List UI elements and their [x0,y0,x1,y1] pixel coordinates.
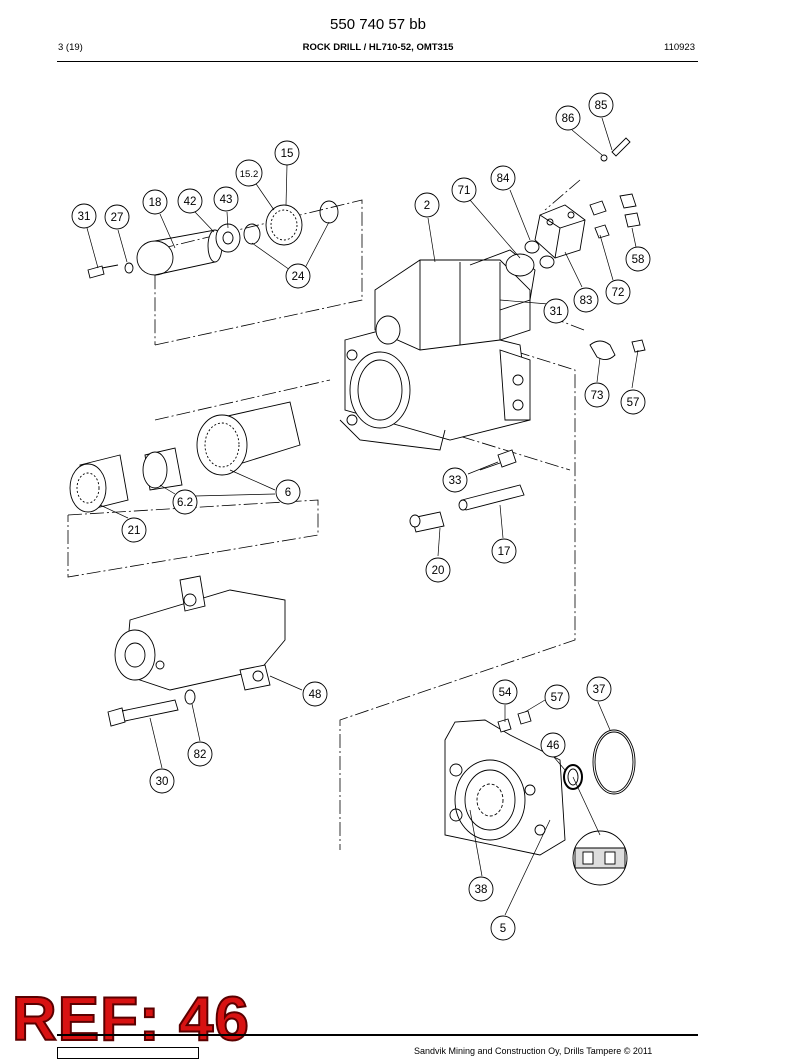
document-title: ROCK DRILL / HL710-52, OMT315 [302,42,454,53]
reference-overlay-label: REF: 46 [11,984,250,1055]
callout-82: 82 [194,749,207,761]
seal-section-detail [572,776,628,886]
callout-48: 48 [309,689,322,701]
callout-6: 6 [285,487,291,499]
elbow-part-73 [589,339,646,360]
header-rule [57,61,698,62]
assembly-guide-lines [67,179,585,850]
callout-72: 72 [612,287,625,299]
small-parts-84-86 [524,137,631,269]
page-indicator: 3 (19) [58,42,83,53]
callout-46: 46 [547,740,560,752]
callout-21: 21 [128,525,141,537]
document-date: 110923 [664,42,695,53]
callout-71: 71 [458,185,471,197]
callout-31-left: 31 [78,211,91,223]
valve-block-part-83 [534,204,586,259]
callout-86: 86 [562,113,575,125]
callout-57-upper: 57 [627,397,640,409]
callout-24: 24 [292,271,305,283]
gear-sleeves [69,401,301,513]
motor-part-48 [114,575,286,691]
callout-circles [71,92,651,941]
callout-38: 38 [475,884,488,896]
o-ring-37 [592,729,636,795]
callout-labels: 85 86 15 15.2 84 71 2 43 42 18 31 27 24 … [78,100,645,935]
callout-17: 17 [498,546,511,558]
pins-17-20-33 [409,449,525,533]
callout-42: 42 [184,196,197,208]
backhead-part-5 [444,710,566,856]
callout-58: 58 [632,254,645,266]
callout-83: 83 [580,295,593,307]
callout-31-right: 31 [550,306,563,318]
footer-copyright: Sandvik Mining and Construction Oy, Dril… [414,1046,653,1056]
callout-85: 85 [595,100,608,112]
document-number: 550 740 57 bb [330,16,426,33]
callout-54: 54 [499,687,512,699]
callout-2: 2 [424,200,430,212]
seal-ring-46 [563,764,583,790]
callout-20: 20 [432,565,445,577]
callout-73: 73 [591,390,604,402]
callout-15: 15 [281,148,294,160]
callout-30: 30 [156,776,169,788]
callout-27: 27 [111,212,124,224]
callout-57-lower: 57 [551,692,564,704]
sandvik-logo [57,1047,199,1059]
callout-18: 18 [149,197,162,209]
callout-15-2: 15.2 [240,169,259,180]
callout-37: 37 [593,684,606,696]
callout-5: 5 [500,923,506,935]
callout-33: 33 [449,475,462,487]
callout-84: 84 [497,173,510,185]
footer-rule [57,1034,698,1036]
callout-43: 43 [220,194,233,206]
housing-part-2 [339,249,536,451]
fittings-58-72 [589,193,641,239]
callout-leader-lines [86,117,639,916]
callout-6-2: 6.2 [177,497,193,509]
rotation-gear-assembly [87,200,339,279]
bolt-30-washer-82 [107,689,196,727]
